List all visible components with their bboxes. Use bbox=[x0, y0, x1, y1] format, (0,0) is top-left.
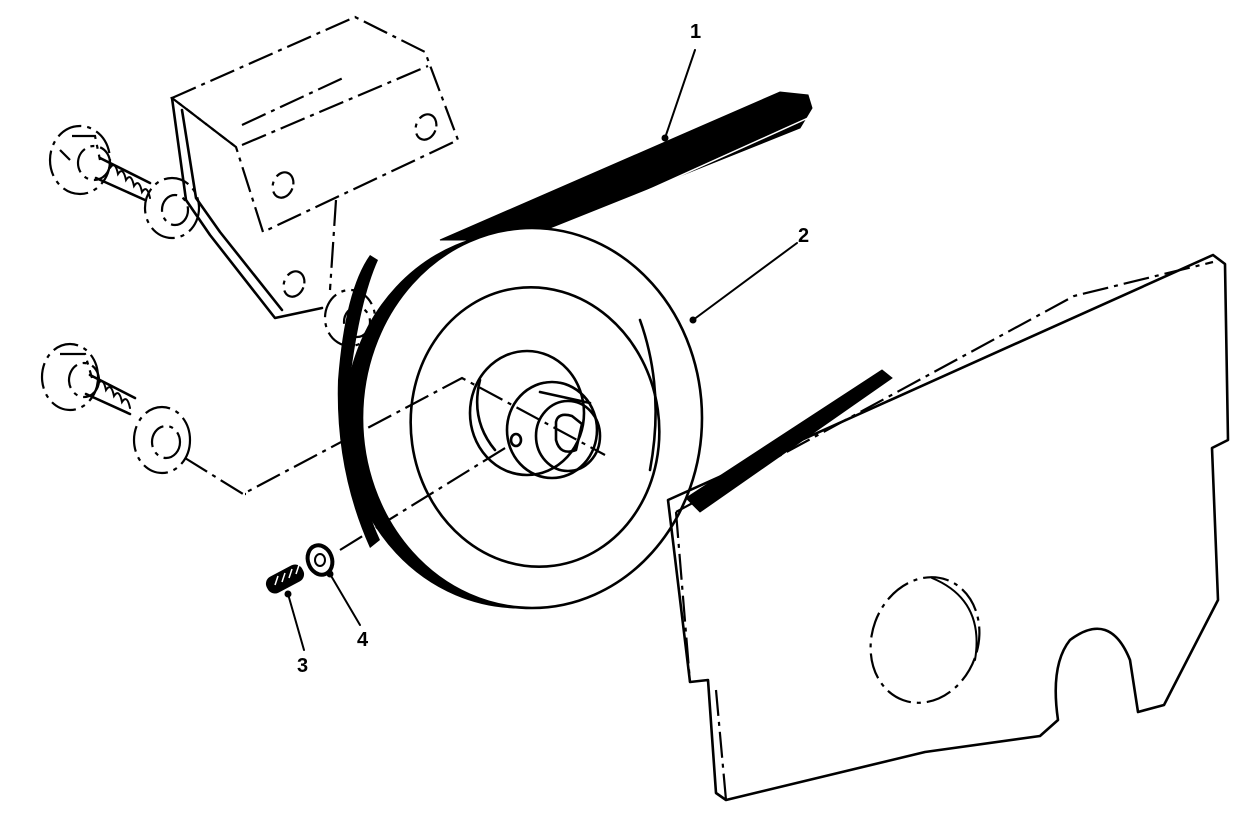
mounting-bracket bbox=[169, 15, 460, 320]
callout-4: 4 bbox=[357, 629, 369, 651]
callout-3: 3 bbox=[297, 655, 309, 677]
callout-2: 2 bbox=[798, 225, 810, 247]
hex-bolt-lower bbox=[40, 342, 137, 416]
washer-upper bbox=[143, 176, 201, 240]
callout-1: 1 bbox=[690, 21, 702, 43]
washer-lower bbox=[132, 405, 192, 475]
belt-guard-plate bbox=[666, 253, 1230, 802]
alignment-lines bbox=[184, 376, 606, 551]
callout-leaders bbox=[284, 49, 798, 651]
hex-bolt-upper bbox=[48, 124, 152, 202]
pulley bbox=[245, 226, 704, 610]
hex-nut bbox=[305, 543, 335, 577]
set-screw bbox=[265, 564, 305, 594]
